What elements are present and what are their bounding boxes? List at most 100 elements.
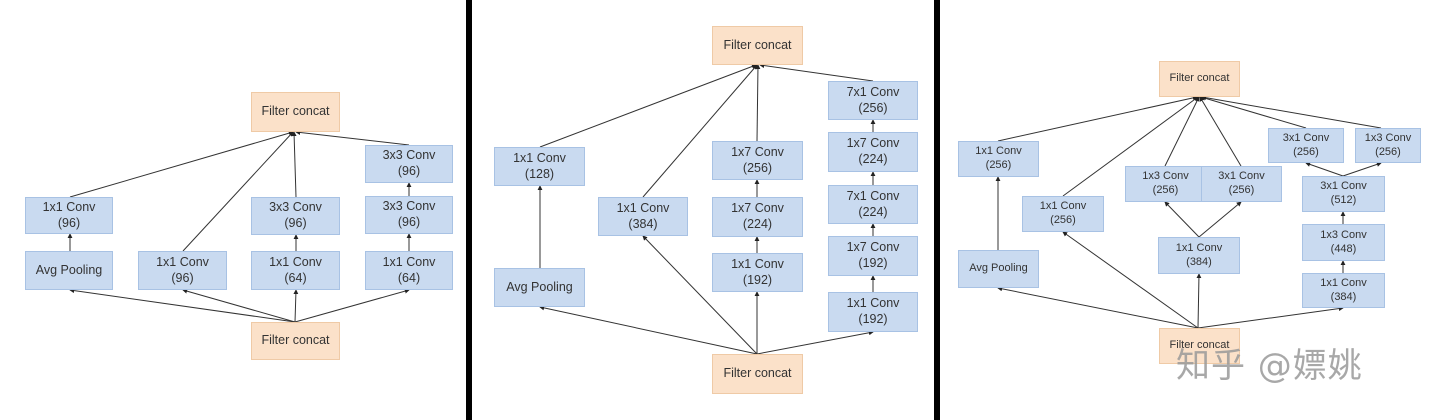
p3-branch3-conv-right: 3x1 Conv (256) <box>1201 166 1282 202</box>
p2-branch4-conv-a: 1x1 Conv (192) <box>828 292 918 332</box>
node-filters: (448) <box>1330 242 1357 255</box>
node-filters: (256) <box>1152 184 1179 196</box>
p3-branch4-conv-right: 1x3 Conv (256) <box>1355 128 1421 163</box>
p3-branch4-conv-a: 1x1 Conv (384) <box>1302 273 1385 308</box>
node-label: Filter concat <box>261 333 330 348</box>
p2-filter-concat-bottom: Filter concat <box>712 354 803 394</box>
p3-branch4-conv-left: 3x1 Conv (256) <box>1268 128 1344 163</box>
node-label: 1x1 Conv <box>513 150 566 165</box>
p3-filter-concat-bottom: Filter concat <box>1159 328 1240 364</box>
node-filters: (192) <box>858 256 888 270</box>
node-label: 1x1 Conv <box>846 296 900 311</box>
node-label: 1x7 Conv <box>731 201 784 216</box>
p2-branch3-conv-b: 1x7 Conv (224) <box>712 197 803 237</box>
node-filters: (192) <box>742 272 773 287</box>
p3-branch1-conv: 1x1 Conv (256) <box>958 141 1039 177</box>
node-filters: (96) <box>57 215 81 230</box>
p2-filter-concat-top: Filter concat <box>712 26 803 65</box>
node-label: 7x1 Conv <box>846 84 900 99</box>
p1-branch3-conv-b: 3x3 Conv (96) <box>251 197 340 235</box>
node-label: 1x1 Conv <box>42 199 96 214</box>
p2-branch4-conv-e: 7x1 Conv (256) <box>828 81 918 120</box>
node-label: 1x1 Conv <box>616 200 670 215</box>
p2-branch1-avg-pooling: Avg Pooling <box>494 268 585 307</box>
node-filters: (384) <box>628 216 658 231</box>
node-filters: (384) <box>1330 290 1357 303</box>
node-label: 7x1 Conv <box>846 188 900 203</box>
node-filters: (256) <box>1293 145 1319 158</box>
p2-branch4-conv-d: 1x7 Conv (224) <box>828 132 918 172</box>
node-filters: (96) <box>284 216 307 230</box>
node-label: Filter concat <box>723 366 792 381</box>
node-filters: (256) <box>742 160 773 175</box>
node-label: 1x7 Conv <box>731 144 784 159</box>
p2-branch4-conv-b: 1x7 Conv (192) <box>828 236 918 276</box>
node-label: 1x1 Conv <box>156 254 209 269</box>
node-label: 3x1 Conv <box>1218 170 1265 183</box>
node-filters: (384) <box>1186 255 1212 268</box>
node-label: 1x1 Conv <box>731 256 784 271</box>
node-label: Filter concat <box>723 37 792 52</box>
p2-branch3-conv-a: 1x1 Conv (192) <box>712 253 803 292</box>
p1-branch4-conv-c: 3x3 Conv (96) <box>365 145 453 183</box>
node-label: Avg Pooling <box>969 262 1028 275</box>
node-label: 1x7 Conv <box>846 240 900 255</box>
panel-divider-left <box>466 0 472 420</box>
node-filters: (128) <box>524 166 555 181</box>
node-label: 1x1 Conv <box>382 254 436 269</box>
node-label: 3x3 Conv <box>382 199 436 214</box>
p1-branch1-conv: 1x1 Conv (96) <box>25 197 113 234</box>
node-filters: (96) <box>397 215 421 229</box>
node-filters: (64) <box>284 270 307 285</box>
node-label: 1x1 Conv <box>1320 276 1367 289</box>
node-label: 1x1 Conv <box>1175 241 1223 254</box>
node-filters: (96) <box>171 270 194 285</box>
p3-branch3-conv-left: 1x3 Conv (256) <box>1125 166 1206 202</box>
node-label: Avg Pooling <box>35 262 103 277</box>
node-label: Filter concat <box>1169 72 1230 85</box>
p3-branch2-conv: 1x1 Conv (256) <box>1022 196 1104 232</box>
p1-filter-concat-bottom: Filter concat <box>251 322 340 360</box>
node-label: 1x3 Conv <box>1142 170 1189 183</box>
p1-filter-concat-top: Filter concat <box>251 92 340 132</box>
node-filters: (96) <box>397 164 421 178</box>
node-filters: (256) <box>985 159 1012 171</box>
node-label: 1x1 Conv <box>975 145 1022 158</box>
node-filters: (512) <box>1330 194 1357 206</box>
node-label: 1x7 Conv <box>846 136 900 151</box>
node-label: 3x3 Conv <box>382 148 436 163</box>
p1-branch3-conv-a: 1x1 Conv (64) <box>251 251 340 290</box>
p2-branch3-conv-c: 1x7 Conv (256) <box>712 141 803 180</box>
p1-branch2-conv: 1x1 Conv (96) <box>138 251 227 290</box>
node-label: 1x1 Conv <box>1039 200 1087 213</box>
p3-branch3-conv-a: 1x1 Conv (384) <box>1158 237 1240 274</box>
p3-filter-concat-top: Filter concat <box>1159 61 1240 97</box>
node-label: 3x3 Conv <box>269 200 322 215</box>
p2-branch2-conv: 1x1 Conv (384) <box>598 197 688 236</box>
p3-branch4-conv-b: 1x3 Conv (448) <box>1302 224 1385 261</box>
node-filters: (224) <box>742 217 773 231</box>
p3-branch1-avg-pooling: Avg Pooling <box>958 250 1039 288</box>
node-label: 3x1 Conv <box>1282 131 1330 144</box>
node-label: 3x1 Conv <box>1320 180 1367 193</box>
node-label: 1x3 Conv <box>1320 228 1367 241</box>
p1-branch1-avg-pooling: Avg Pooling <box>25 251 113 290</box>
node-filters: (224) <box>858 152 888 166</box>
node-filters: (256) <box>858 100 888 115</box>
node-label: Filter concat <box>1169 339 1230 352</box>
node-filters: (256) <box>1228 184 1255 196</box>
p2-branch1-conv: 1x1 Conv (128) <box>494 147 585 186</box>
watermark-text: 知乎 @嫖姚 <box>1176 346 1363 386</box>
node-filters: (224) <box>858 204 888 219</box>
node-label: 1x1 Conv <box>269 254 322 269</box>
node-filters: (64) <box>397 270 421 285</box>
node-filters: (192) <box>858 312 888 326</box>
node-filters: (256) <box>1050 214 1076 226</box>
node-filters: (256) <box>1375 145 1401 158</box>
node-label: Avg Pooling <box>506 279 573 294</box>
p2-branch4-conv-c: 7x1 Conv (224) <box>828 185 918 224</box>
node-label: 1x3 Conv <box>1364 131 1412 144</box>
p1-branch4-conv-a: 1x1 Conv (64) <box>365 251 453 290</box>
node-label: Filter concat <box>261 104 330 119</box>
